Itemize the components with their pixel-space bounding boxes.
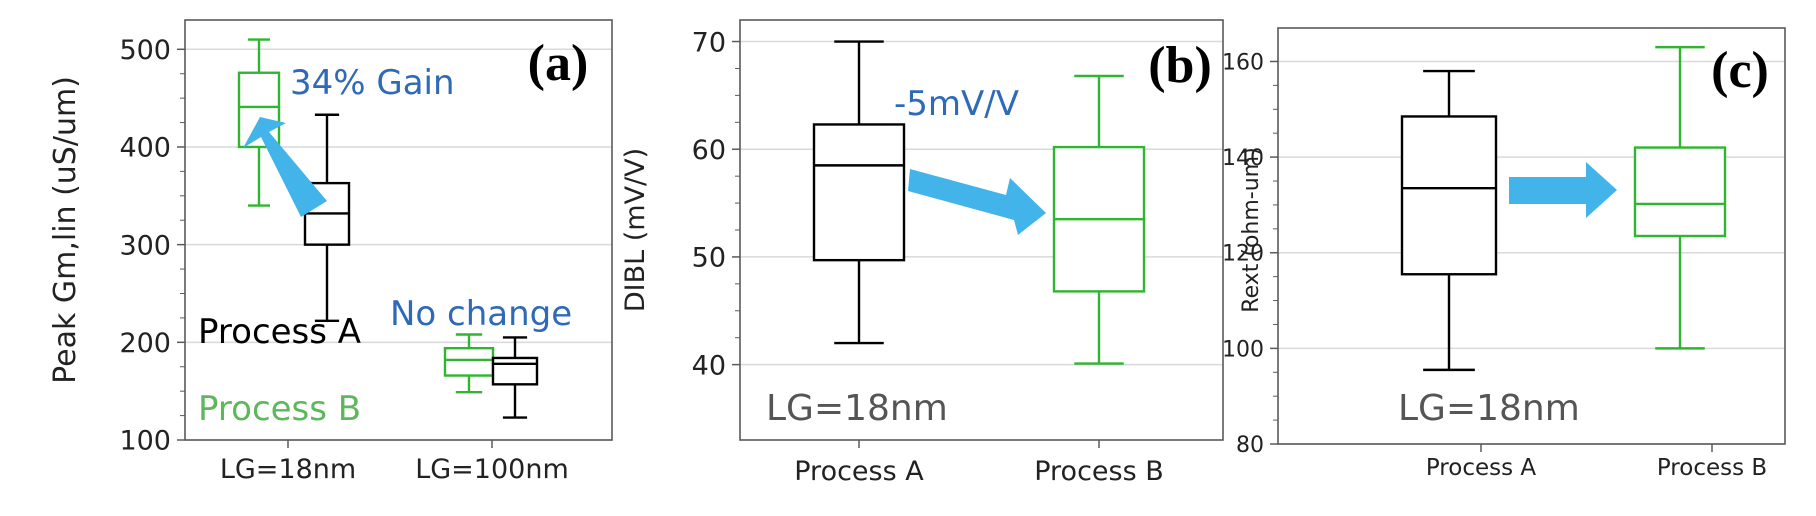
arrow-icon [243,117,327,217]
y-tick-label: 500 [119,35,171,66]
y-tick-label: 200 [119,328,171,359]
y-tick-label: 160 [1222,50,1264,75]
box-process-b [1633,45,1727,350]
legend-process-b: Process B [198,389,361,429]
y-tick-label: 400 [119,133,171,164]
y-axis-label: Rext (ohm-um) [1239,147,1264,312]
y-axis-label: Peak Gm,lin (uS/um) [48,76,83,384]
iqr-box [443,346,495,377]
y-tick-label: 40 [692,350,726,381]
y-axis-label: DIBL (mV/V) [620,148,651,312]
box-process-a [1400,69,1498,372]
x-tick-label: LG=100nm [415,454,569,485]
iqr-box [491,356,539,386]
panel-letter: (b) [1148,37,1212,94]
x-tick-label: Process B [1034,456,1164,487]
legend-process-a: Process A [198,312,361,352]
plot-frame [184,19,613,441]
x-tick-label: LG=18nm [220,454,356,485]
y-tick-label: 100 [1222,337,1264,362]
gain-annotation: 34% Gain [290,63,455,103]
panel-letter: (a) [528,35,589,92]
y-tick-label: 70 [692,27,726,58]
box-process-b [443,333,495,394]
box-process-a [812,40,906,345]
lg-annotation: LG=18nm [766,388,948,429]
lg-annotation: LG=18nm [1398,388,1580,429]
plot-frame [739,19,1224,441]
y-tick-label: 100 [119,426,171,457]
plot-frame [1277,27,1786,445]
y-tick-label: 80 [1236,433,1264,458]
y-tick-label: 60 [692,135,726,166]
panel-letter: (c) [1711,42,1769,99]
arrow-icon [908,169,1046,235]
y-tick-label: 120 [1222,242,1264,267]
box-process-b [1052,74,1146,365]
box-process-a [303,113,351,323]
x-tick-label: Process B [1657,455,1767,481]
x-tick-label: Process A [794,456,924,487]
iqr-box [812,123,906,262]
dibl-annotation: -5mV/V [894,84,1019,124]
y-tick-label: 140 [1222,146,1264,171]
box-process-a [491,336,539,419]
iqr-box [1400,115,1498,276]
no-change-annotation: No change [390,294,572,334]
y-tick-label: 50 [692,243,726,274]
iqr-box [1633,146,1727,238]
y-tick-label: 300 [119,230,171,261]
x-tick-label: Process A [1426,455,1537,481]
arrow-icon [1509,162,1617,218]
